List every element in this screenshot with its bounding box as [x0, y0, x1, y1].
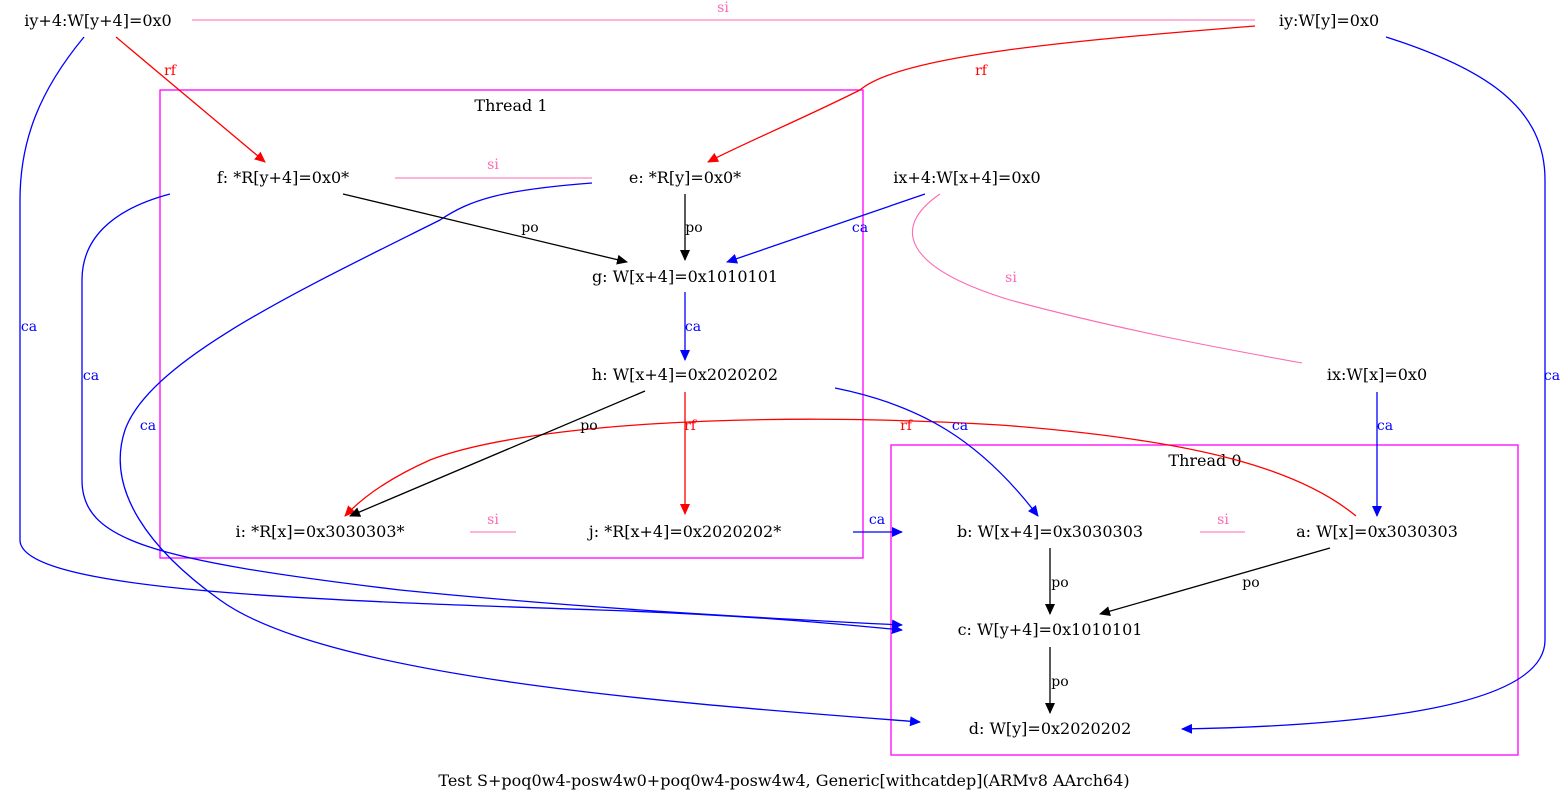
- po-labels: po po po po po po: [521, 220, 1259, 690]
- ca-label-j-b: ca: [869, 512, 885, 528]
- node-f: f: *R[y+4]=0x0*: [217, 168, 349, 187]
- si-edge-ix4-ix: [912, 193, 1303, 364]
- node-iy: iy:W[y]=0x0: [1279, 11, 1379, 30]
- rf-label-a-i: rf: [900, 418, 914, 434]
- cluster-thread-0: Thread 0: [890, 444, 1519, 756]
- node-g: g: W[x+4]=0x1010101: [592, 267, 778, 286]
- ca-label-h-b: ca: [952, 418, 968, 434]
- po-edge-h-i: [349, 390, 646, 517]
- rf-label-iy4-f: rf: [164, 63, 178, 79]
- ca-edge-f-c: [81, 193, 903, 630]
- cluster-thread-0-label: Thread 0: [1168, 451, 1241, 470]
- ca-label-ix4-g: ca: [852, 220, 868, 236]
- rf-edges: [115, 25, 1357, 517]
- ca-edges: [19, 36, 1546, 734]
- ca-label-e-d: ca: [140, 418, 156, 434]
- cluster-thread-1-label: Thread 1: [474, 96, 547, 115]
- node-ix4: ix+4:W[x+4]=0x0: [893, 168, 1040, 187]
- si-label-ix4-ix: si: [1005, 270, 1017, 286]
- po-label-e-g: po: [685, 220, 702, 236]
- po-edge-a-c: [1099, 547, 1331, 617]
- node-c: c: W[y+4]=0x1010101: [958, 620, 1143, 639]
- graph-caption: Test S+poq0w4-posw4w0+poq0w4-posw4w4, Ge…: [438, 771, 1129, 790]
- nodes: iy+4:W[y+4]=0x0 iy:W[y]=0x0 f: *R[y+4]=0…: [24, 11, 1458, 738]
- cluster-thread-1: Thread 1: [159, 89, 864, 559]
- ca-labels: ca ca ca ca ca ca ca ca ca: [21, 220, 1560, 528]
- si-label-b-a: si: [1217, 512, 1229, 528]
- si-label-i-j: si: [487, 512, 499, 528]
- po-label-a-c: po: [1242, 575, 1259, 591]
- rf-label-iy-e: rf: [975, 63, 989, 79]
- ca-label-iy4-c: ca: [21, 319, 37, 335]
- po-label-c-d: po: [1051, 674, 1068, 690]
- node-e: e: *R[y]=0x0*: [629, 168, 741, 187]
- rf-edge-iy4-f: [115, 36, 266, 163]
- node-iy4: iy+4:W[y+4]=0x0: [24, 11, 171, 30]
- ca-edge-ix4-g: [726, 193, 926, 264]
- node-ix: ix:W[x]=0x0: [1327, 365, 1427, 384]
- si-edges: [192, 19, 1303, 533]
- ca-label-g-h: ca: [685, 319, 701, 335]
- po-label-f-g: po: [521, 220, 538, 236]
- ca-label-ix-a: ca: [1377, 418, 1393, 434]
- node-a: a: W[x]=0x3030303: [1296, 522, 1458, 541]
- ca-edge-h-b: [834, 387, 1039, 517]
- rf-edge-iy-e: [707, 25, 1256, 163]
- node-i: i: *R[x]=0x3030303*: [235, 522, 404, 541]
- po-edge-f-g: [342, 193, 628, 265]
- si-labels: si si si si si: [487, 0, 1229, 528]
- ca-edge-iy4-c: [19, 36, 903, 635]
- si-label-f-e: si: [487, 157, 499, 173]
- ca-edge-e-d: [119, 182, 921, 727]
- si-label-iy4-iy: si: [717, 0, 729, 16]
- ca-edge-iy-d: [1181, 36, 1546, 734]
- node-h: h: W[x+4]=0x2020202: [592, 365, 778, 384]
- po-label-h-i: po: [580, 418, 597, 434]
- rf-labels: rf rf rf rf: [164, 63, 989, 434]
- po-label-b-c: po: [1051, 575, 1068, 591]
- node-d: d: W[y]=0x2020202: [969, 719, 1132, 738]
- node-b: b: W[x+4]=0x3030303: [957, 522, 1143, 541]
- node-j: j: *R[x+4]=0x2020202*: [587, 522, 781, 541]
- rf-edge-a-i: [344, 418, 1357, 517]
- ca-label-iy-d: ca: [1544, 368, 1560, 384]
- ca-label-f-c: ca: [83, 368, 99, 384]
- rf-label-h-j: rf: [684, 418, 698, 434]
- po-edges: [342, 193, 1331, 714]
